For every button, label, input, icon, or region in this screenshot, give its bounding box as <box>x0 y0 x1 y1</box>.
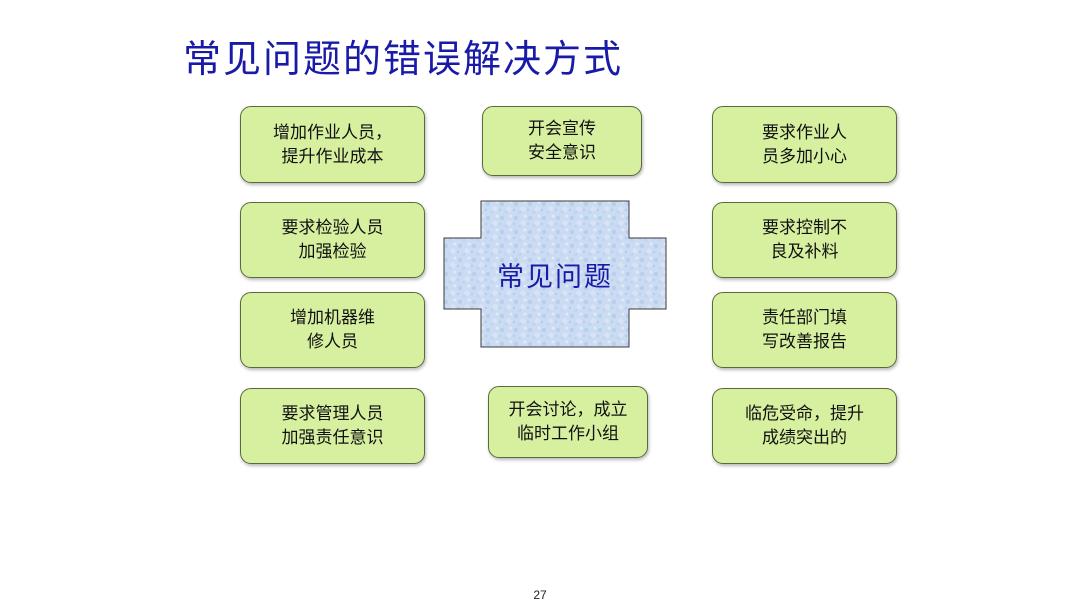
solution-box-text: 开会宣传 安全意识 <box>528 119 596 163</box>
solution-box-add-workers: 增加作业人员， 提升作业成本 <box>240 106 425 183</box>
solution-box-text: 责任部门填 写改善报告 <box>762 308 847 352</box>
center-cross-graphic <box>443 200 667 348</box>
solution-box-text: 增加作业人员， 提升作业成本 <box>273 122 392 167</box>
solution-box-text: 要求管理人员 加强责任意识 <box>281 404 384 448</box>
solution-box-maintenance-staff: 增加机器维 修人员 <box>240 292 425 368</box>
solution-box-defect-control: 要求控制不 良及补料 <box>712 202 897 278</box>
solution-box-task-force: 开会讨论，成立 临时工作小组 <box>488 386 648 458</box>
solution-box-management-duty: 要求管理人员 加强责任意识 <box>240 388 425 464</box>
solution-box-safety-meeting: 开会宣传 安全意识 <box>482 106 642 176</box>
solution-box-improvement-report: 责任部门填 写改善报告 <box>712 292 897 368</box>
solution-box-inspection: 要求检验人员 加强检验 <box>240 202 425 278</box>
center-label: 常见问题 <box>497 261 613 293</box>
solution-box-text: 要求作业人 员多加小心 <box>762 122 847 167</box>
solution-box-text: 临危受命，提升 成绩突出的 <box>745 404 864 448</box>
solution-box-text: 要求检验人员 加强检验 <box>281 218 384 262</box>
solution-box-text: 开会讨论，成立 临时工作小组 <box>508 400 628 444</box>
solution-box-be-careful: 要求作业人 员多加小心 <box>712 106 897 183</box>
solution-box-emergency-appointment: 临危受命，提升 成绩突出的 <box>712 388 897 464</box>
slide-title: 常见问题的错误解决方式 <box>183 37 624 81</box>
solution-box-text: 要求控制不 良及补料 <box>762 218 847 262</box>
solution-box-text: 增加机器维 修人员 <box>290 308 375 352</box>
center-cross-shape: 常见问题 <box>443 200 667 348</box>
page-number: 27 <box>533 588 547 602</box>
